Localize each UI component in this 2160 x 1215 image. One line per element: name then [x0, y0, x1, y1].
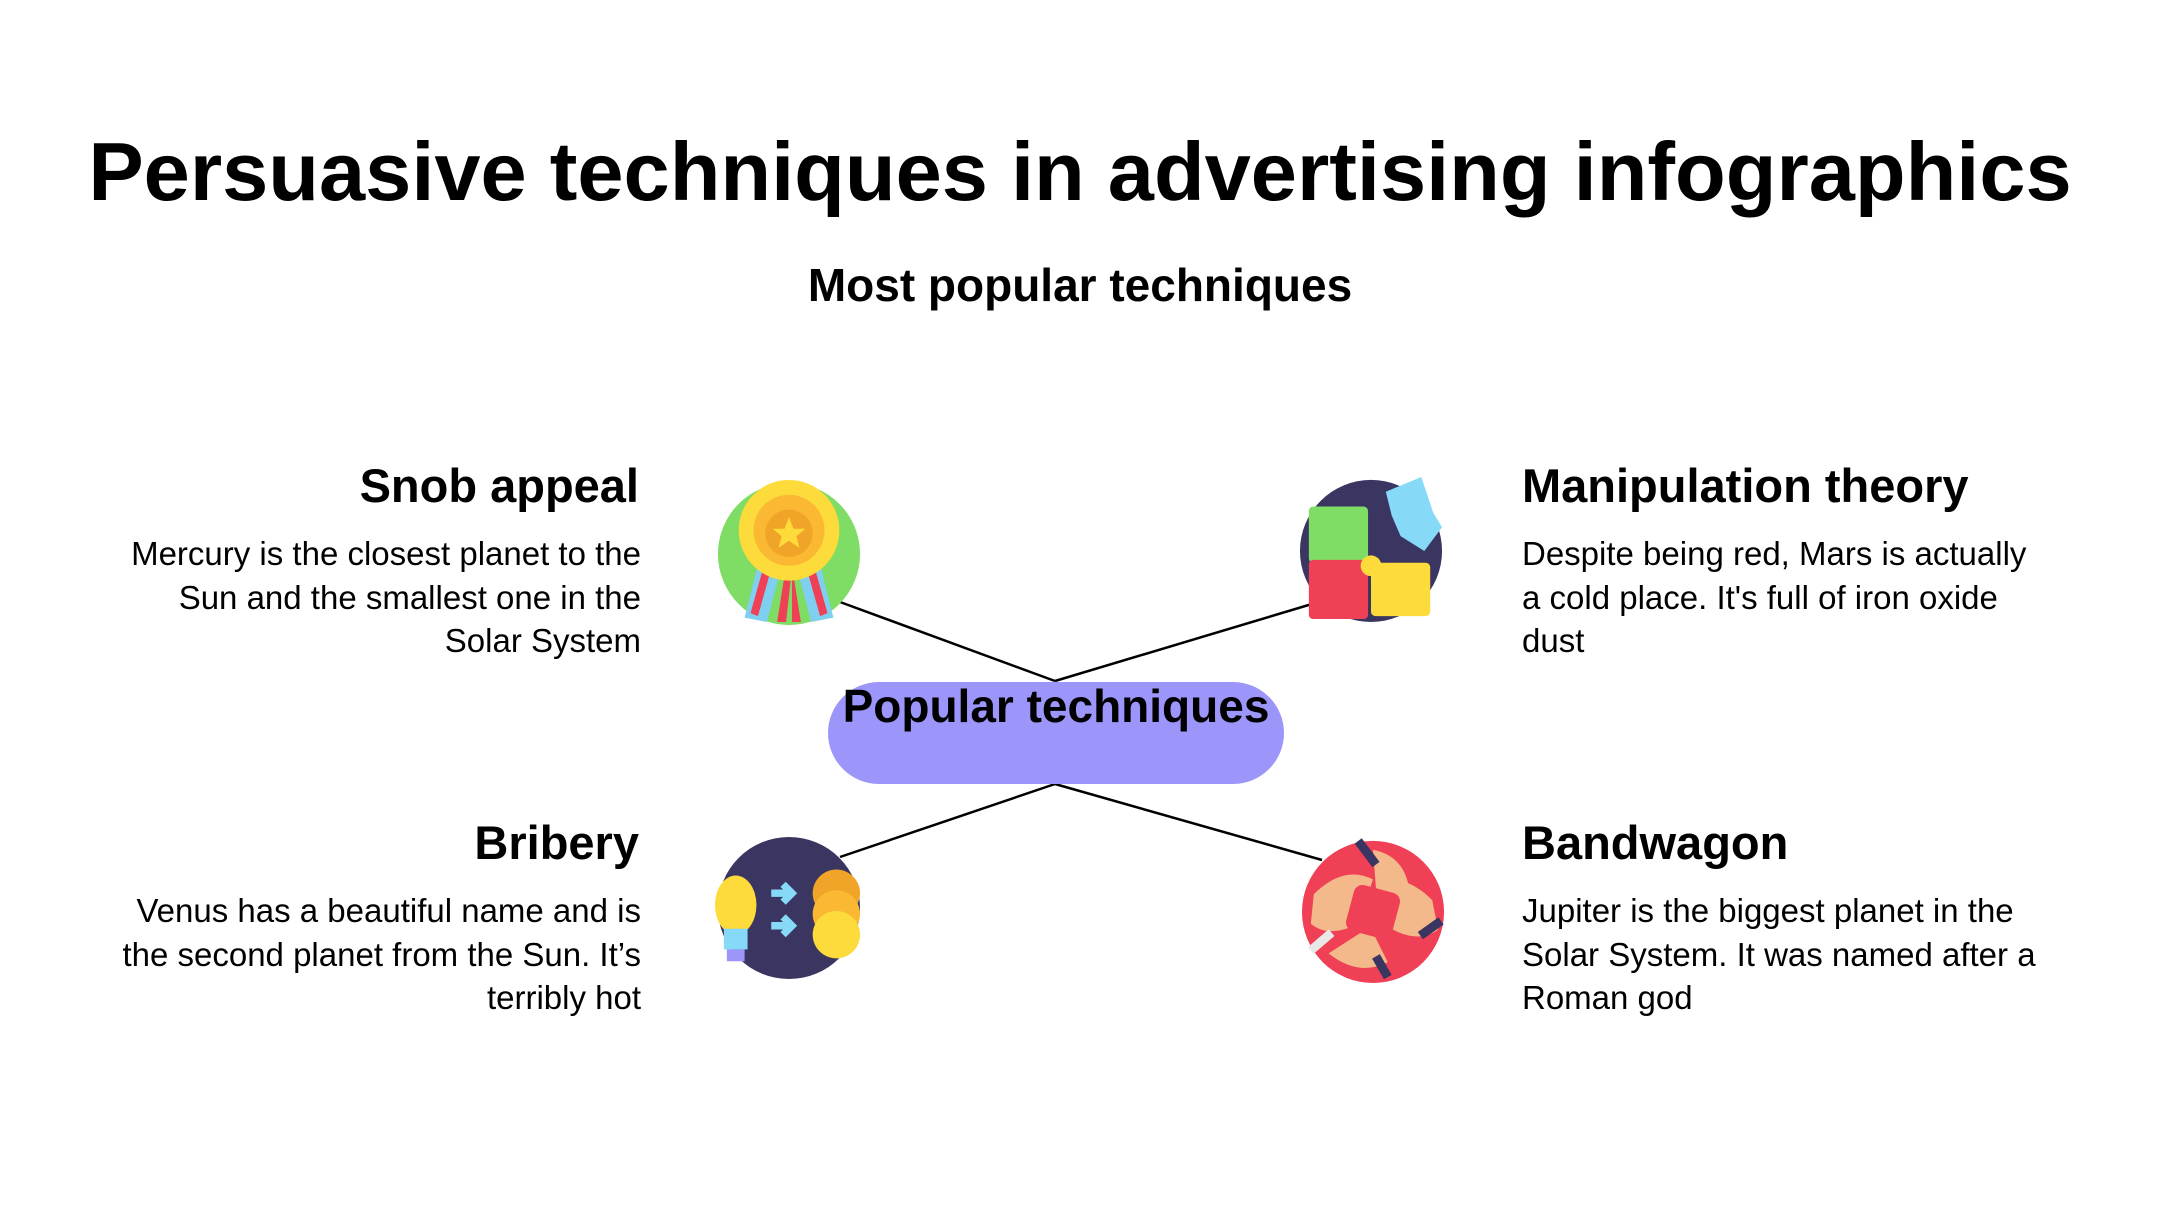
subtitle: Most popular techniques — [807, 259, 1353, 311]
item-title-snob-appeal: Snob appeal — [359, 459, 639, 512]
center-node-label: Popular techniques — [842, 680, 1270, 732]
item-text-bribery: Venus has a beautiful name and is the se… — [122, 892, 641, 1016]
teamwork-hands-icon — [1301, 838, 1445, 983]
item-title-bandwagon: Bandwagon — [1522, 816, 1789, 869]
connector-line — [1054, 782, 1323, 862]
connector-line — [839, 782, 1056, 859]
medal-icon — [717, 479, 861, 625]
item-text-snob-appeal: Mercury is the closest planet to the Sun… — [131, 535, 641, 659]
connector-line — [839, 600, 1056, 683]
page-title: Persuasive techniques in advertising inf… — [88, 125, 2072, 218]
item-text-manipulation-theory: Despite being red, Mars is actually a co… — [1522, 535, 2027, 659]
puzzle-icon — [1299, 476, 1443, 622]
connector-line — [1054, 599, 1323, 683]
center-node — [828, 682, 1284, 784]
item-title-manipulation-theory: Manipulation theory — [1522, 459, 1969, 512]
item-text-bandwagon: Jupiter is the biggest planet in the Sol… — [1522, 892, 2036, 1016]
idea-to-money-icon — [715, 836, 861, 980]
item-title-bribery: Bribery — [474, 816, 639, 869]
